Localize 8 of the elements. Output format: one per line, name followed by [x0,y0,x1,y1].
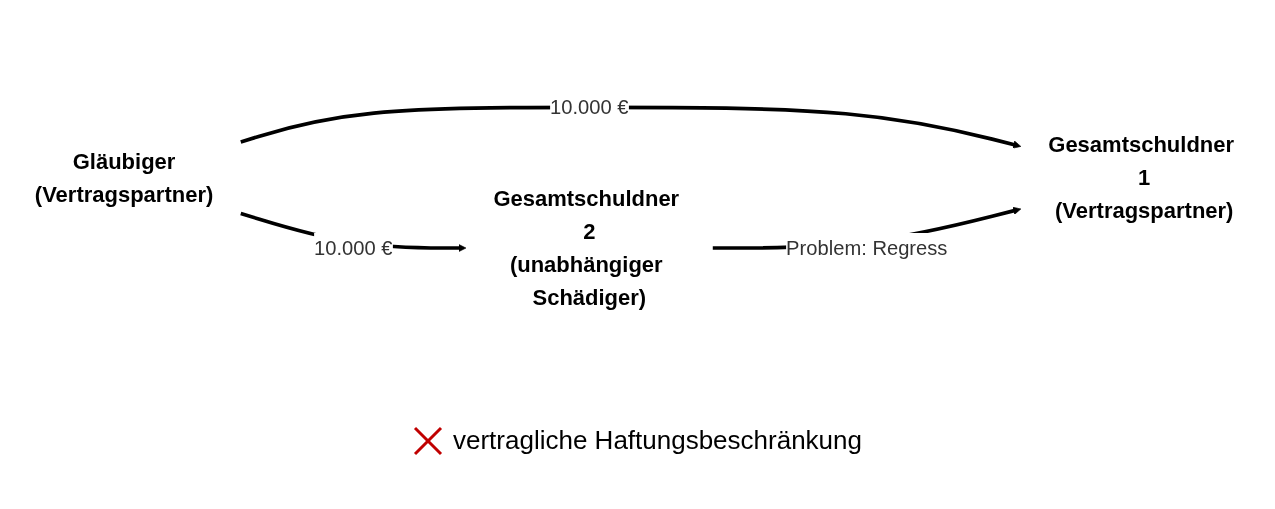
note: vertragliche Haftungsbeschränkung [453,425,862,456]
node-text: Gesamtschuldner 2 (unabhängiger Schädiger) [493,185,680,310]
edge-label: 10.000 € [314,236,393,260]
node-text: Gesamtschuldner 1 (Vertragspartner) [1048,131,1235,223]
edge-label: 10.000 € [550,95,629,119]
node-text: Gläubiger (Vertragspartner) [34,148,214,207]
edge-label: Problem: Regress [786,236,948,260]
arrow [240,105,1022,149]
